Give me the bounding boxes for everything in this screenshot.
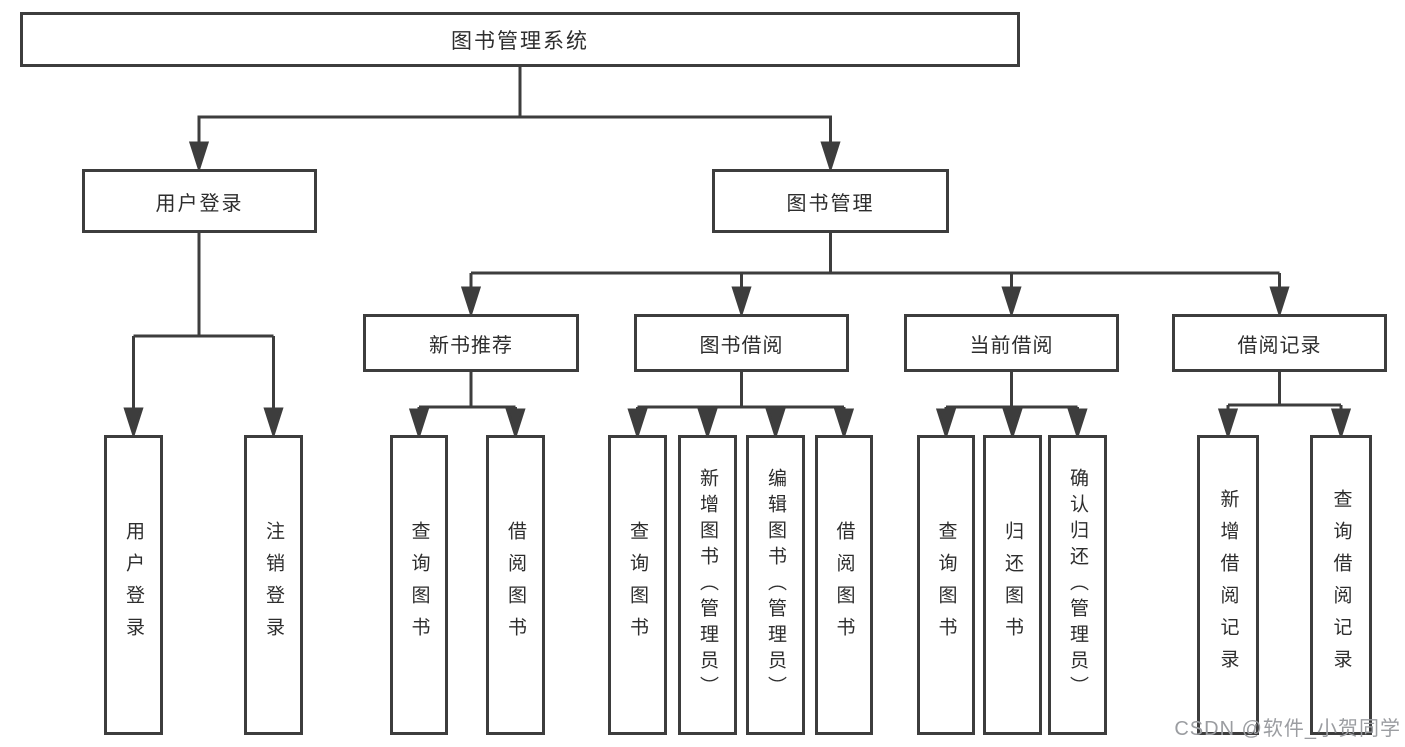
arrowhead-br-query <box>1330 408 1352 440</box>
node-cb-return-books-label: 归还图书 <box>1002 521 1023 649</box>
arrowhead-nb-query <box>408 408 430 440</box>
arrowhead-currentborrow <box>1001 286 1022 318</box>
node-leaf-user-login: 用户登录 <box>104 435 163 735</box>
node-nb-borrow-books-label: 借阅图书 <box>505 521 526 649</box>
arrowhead-user-login <box>188 141 210 173</box>
node-bb-edit-books-admin-label: 编辑图书（管理员） <box>765 468 786 702</box>
arrowhead-bb-edit <box>765 408 786 440</box>
node-bb-add-books-admin-label: 新增图书（管理员） <box>697 468 718 702</box>
node-book-borrow-label: 图书借阅 <box>699 334 784 357</box>
arrowhead-bb-add <box>697 408 718 440</box>
arrowhead-book-mgmt <box>820 141 841 173</box>
arrowhead-newbookrec <box>460 286 482 318</box>
node-bb-add-books-admin: 新增图书（管理员） <box>678 435 737 735</box>
node-user-login: 用户登录 <box>82 169 317 233</box>
arrowhead-bb-borrow <box>833 408 855 440</box>
node-cb-confirm-return-admin-label: 确认归还（管理员） <box>1067 468 1088 702</box>
node-br-add-record: 新增借阅记录 <box>1197 435 1259 735</box>
node-bb-query-books: 查询图书 <box>608 435 667 735</box>
arrowhead-nb-borrow <box>505 408 526 440</box>
arrowhead-leaf-logout <box>263 407 284 439</box>
node-nb-borrow-books: 借阅图书 <box>486 435 545 735</box>
arrowhead-cb-return <box>1002 408 1023 440</box>
node-cb-query-books: 查询图书 <box>917 435 975 735</box>
node-book-mgmt-label: 图书管理 <box>786 192 875 215</box>
arrowhead-bb-query <box>627 408 648 440</box>
node-nb-query-books-label: 查询图书 <box>408 521 430 649</box>
node-leaf-logout: 注销登录 <box>244 435 303 735</box>
node-bb-query-books-label: 查询图书 <box>627 521 648 649</box>
connector-group <box>123 67 1352 440</box>
arrowhead-br-add <box>1217 408 1239 440</box>
node-bb-borrow-books-label: 借阅图书 <box>833 521 855 649</box>
node-book-borrow: 图书借阅 <box>634 314 849 372</box>
node-leaf-logout-label: 注销登录 <box>263 521 284 649</box>
node-cb-query-books-label: 查询图书 <box>935 521 957 649</box>
node-root-label: 图书管理系统 <box>451 29 589 53</box>
node-borrow-record: 借阅记录 <box>1172 314 1387 372</box>
arrowhead-cb-confirm <box>1067 408 1088 440</box>
csdn-watermark: CSDN @软件_小贺同学 <box>1174 718 1401 740</box>
node-bb-edit-books-admin: 编辑图书（管理员） <box>746 435 805 735</box>
node-br-query-record-label: 查询借阅记录 <box>1330 489 1352 681</box>
arrowhead-leaf-user-login <box>123 407 144 439</box>
node-bb-borrow-books: 借阅图书 <box>815 435 873 735</box>
arrowhead-cb-query <box>935 408 957 440</box>
node-book-mgmt: 图书管理 <box>712 169 949 233</box>
node-root: 图书管理系统 <box>20 12 1020 67</box>
node-br-add-record-label: 新增借阅记录 <box>1217 489 1239 681</box>
node-new-book-rec: 新书推荐 <box>363 314 579 372</box>
node-leaf-user-login-label: 用户登录 <box>123 521 144 649</box>
node-borrow-record-label: 借阅记录 <box>1237 334 1322 357</box>
node-new-book-rec-label: 新书推荐 <box>429 334 513 357</box>
node-br-query-record: 查询借阅记录 <box>1310 435 1372 735</box>
node-cb-return-books: 归还图书 <box>983 435 1042 735</box>
node-current-borrow-label: 当前借阅 <box>969 334 1054 357</box>
node-cb-confirm-return-admin: 确认归还（管理员） <box>1048 435 1107 735</box>
node-current-borrow: 当前借阅 <box>904 314 1119 372</box>
node-user-login-label: 用户登录 <box>155 192 244 215</box>
arrowhead-bookborrow <box>731 286 752 318</box>
arrowhead-borrowrecord <box>1269 286 1290 318</box>
node-nb-query-books: 查询图书 <box>390 435 448 735</box>
